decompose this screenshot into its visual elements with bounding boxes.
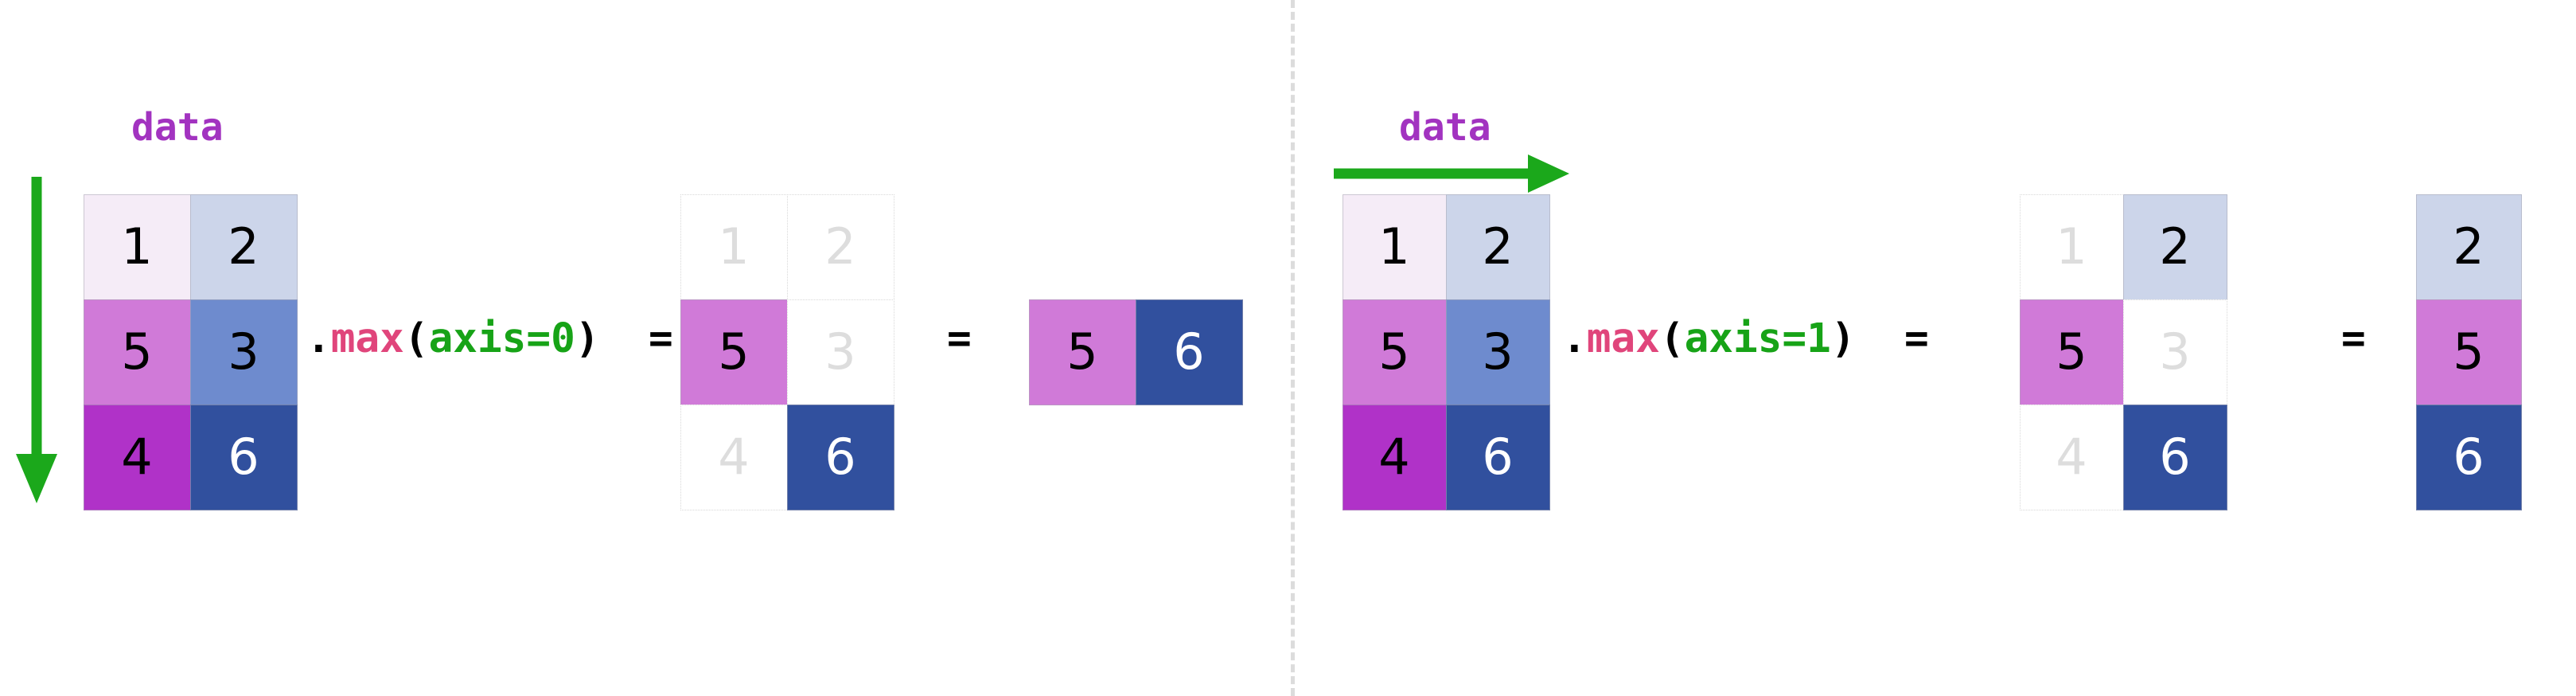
matrix-cell: 6 xyxy=(1445,404,1550,510)
expr-open-paren: ( xyxy=(1659,315,1685,362)
matrix-cell: 1 xyxy=(1342,194,1447,300)
matrix-cell: 4 xyxy=(83,404,191,510)
matrix-cell: 6 xyxy=(189,404,298,510)
matrix-cell: 1 xyxy=(2019,194,2124,300)
matrix-cell: 3 xyxy=(189,299,298,405)
matrix-cell: 4 xyxy=(680,404,788,510)
matrix-cell: 1 xyxy=(680,194,788,300)
matrix-cell: 1 xyxy=(83,194,191,300)
expr-kwarg: axis=0 xyxy=(428,315,575,362)
expr-equals: = xyxy=(648,315,673,362)
matrix-cell: 3 xyxy=(1445,299,1550,405)
matrix-cell: 4 xyxy=(2019,404,2124,510)
matrix-cell: 6 xyxy=(2122,404,2227,510)
matrix-cell: 2 xyxy=(786,194,894,300)
column-direction-arrow xyxy=(16,177,57,503)
matrix-cell: 6 xyxy=(1135,299,1243,405)
matrix-cell: 5 xyxy=(1342,299,1447,405)
expr-function-name: max xyxy=(330,315,404,362)
expression-axis0: .max(axis=0) = xyxy=(306,319,673,359)
matrix-cell: 5 xyxy=(680,299,788,405)
expr-spacer xyxy=(1856,315,1904,362)
matrix-cell: 5 xyxy=(2019,299,2124,405)
expr-open-paren: ( xyxy=(403,315,429,362)
expr-dot: . xyxy=(1562,315,1587,362)
data-label-axis1: data xyxy=(1399,105,1491,150)
matrix-cell: 2 xyxy=(1445,194,1550,300)
matrix-cell: 6 xyxy=(2415,404,2522,510)
matrix-cell: 6 xyxy=(786,404,894,510)
matrix-cell: 3 xyxy=(786,299,894,405)
expression-axis1: .max(axis=1) = xyxy=(1562,319,1929,359)
expr-kwarg: axis=1 xyxy=(1684,315,1831,362)
row-direction-arrow xyxy=(1334,154,1569,193)
matrix-cell: 2 xyxy=(189,194,298,300)
second-equals-axis0: = xyxy=(947,315,972,362)
expr-dot: . xyxy=(306,315,331,362)
matrix-cell: 2 xyxy=(2415,194,2522,300)
expr-close-paren: ) xyxy=(1830,315,1856,362)
matrix-cell: 2 xyxy=(2122,194,2227,300)
matrix-cell: 5 xyxy=(2415,299,2522,405)
expr-close-paren: ) xyxy=(575,315,600,362)
expr-equals: = xyxy=(1904,315,1929,362)
matrix-cell: 3 xyxy=(2122,299,2227,405)
second-equals-axis1: = xyxy=(2341,315,2366,362)
matrix-cell: 5 xyxy=(83,299,191,405)
matrix-cell: 5 xyxy=(1028,299,1136,405)
panel-divider xyxy=(1291,0,1295,696)
data-label-axis0: data xyxy=(131,105,224,150)
matrix-cell: 4 xyxy=(1342,404,1447,510)
expr-function-name: max xyxy=(1586,315,1660,362)
expr-spacer xyxy=(600,315,649,362)
